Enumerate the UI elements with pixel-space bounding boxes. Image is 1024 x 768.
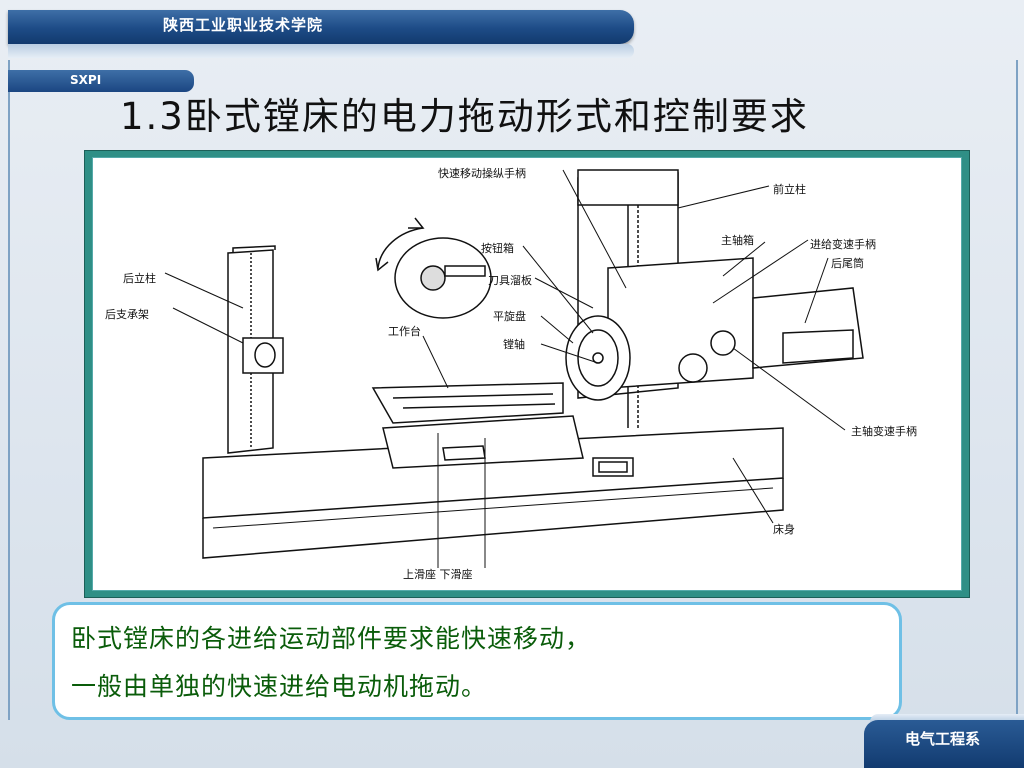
label-spindle-speed-handle: 主轴变速手柄 bbox=[851, 425, 917, 438]
slide-title: 1.3卧式镗床的电力拖动形式和控制要求 bbox=[120, 95, 809, 138]
label-bed: 床身 bbox=[773, 523, 795, 536]
label-tool-carriage: 刀具溜板 bbox=[488, 274, 532, 287]
label-fast-move-handle: 快速移动操纵手柄 bbox=[438, 167, 526, 180]
label-tailstock: 后尾筒 bbox=[831, 257, 864, 270]
machine-figure: 快速移动操纵手柄 前立柱 主轴箱 进给变速手柄 后尾筒 后立柱 后支承架 按钮箱… bbox=[92, 157, 962, 591]
callout-line-1: 卧式镗床的各进给运动部件要求能快速移动， bbox=[71, 624, 592, 653]
callout-line-2: 一般由单独的快速进给电动机拖动。 bbox=[71, 672, 488, 701]
header-bar-highlight bbox=[8, 44, 634, 58]
label-front-column: 前立柱 bbox=[773, 183, 806, 196]
header-bar bbox=[8, 10, 634, 44]
label-rear-support: 后支承架 bbox=[105, 308, 149, 321]
label-spindle-box: 主轴箱 bbox=[721, 234, 754, 247]
footer-bar-highlight bbox=[870, 714, 1024, 722]
label-feed-speed-handle: 进给变速手柄 bbox=[810, 238, 876, 251]
boring-machine-drawing bbox=[164, 169, 864, 568]
label-flat-turntable: 平旋盘 bbox=[493, 310, 526, 323]
logo-bar bbox=[8, 70, 194, 92]
label-slides: 上滑座 下滑座 bbox=[403, 568, 473, 581]
callout-box: 卧式镗床的各进给运动部件要求能快速移动， 一般由单独的快速进给电动机拖动。 bbox=[52, 602, 902, 720]
right-frame-line bbox=[1016, 60, 1018, 720]
label-boring-spindle: 镗轴 bbox=[503, 338, 525, 351]
label-rear-column: 后立柱 bbox=[123, 272, 156, 285]
left-frame-line bbox=[8, 60, 10, 720]
footer-bar bbox=[864, 720, 1024, 768]
label-button-box: 按钮箱 bbox=[481, 242, 514, 255]
institution-name: 陕西工业职业技术学院 bbox=[163, 16, 324, 34]
logo-text: SXPI bbox=[70, 73, 102, 87]
department-name: 电气工程系 bbox=[905, 730, 981, 748]
label-worktable: 工作台 bbox=[388, 325, 421, 338]
